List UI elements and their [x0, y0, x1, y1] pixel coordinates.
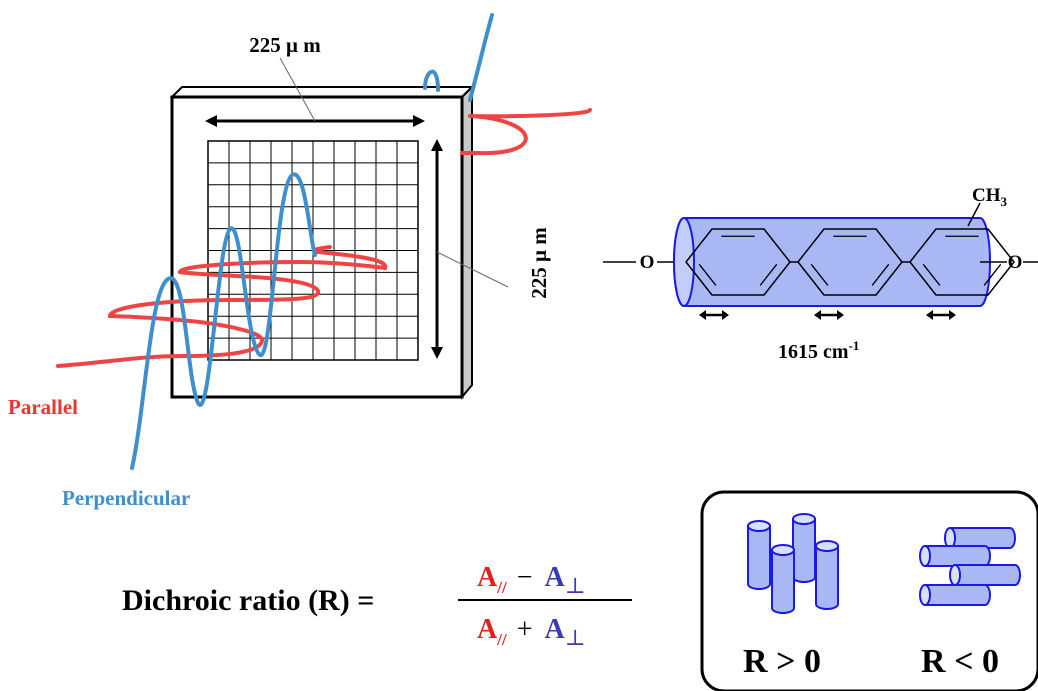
- dichroic-ratio-formula: Dichroic ratio (R) = A//−A⊥ A//+A⊥: [122, 562, 632, 650]
- height-leader-line: [436, 251, 509, 288]
- wavenumber-label: 1615 cm-1: [778, 338, 859, 363]
- right-oxygen: O: [1008, 252, 1023, 273]
- molecule-cylinder: [673, 217, 991, 307]
- phenyl-rings: [685, 228, 1015, 296]
- mesogen-molecule: O CH3 O 1615 cm-1: [603, 185, 1038, 363]
- sample-film: [169, 84, 475, 400]
- methyl-bond: [967, 202, 981, 227]
- height-dimension-arrow: [431, 139, 443, 359]
- phenyl-ring: [909, 228, 1015, 296]
- width-dimension-label: 225 μ m: [249, 33, 321, 57]
- r-negative-label: R < 0: [921, 643, 999, 680]
- cylinder-end-cap: [673, 217, 695, 307]
- r-positive-label: R > 0: [743, 643, 821, 680]
- numerator: A//−A⊥: [477, 562, 585, 598]
- parallel-label: Parallel: [8, 395, 78, 419]
- left-oxygen: O: [640, 252, 655, 273]
- parallel-wave-front: [56, 245, 388, 368]
- formula-lhs: Dichroic ratio (R) =: [122, 584, 374, 617]
- methyl-label: CH3: [972, 185, 1008, 209]
- perpendicular-label: Perpendicular: [62, 486, 190, 510]
- parallel-wave-exit: [460, 108, 592, 156]
- orientation-box: R > 0 R < 0: [700, 490, 1038, 691]
- perpendicular-wave-exit: [423, 13, 494, 102]
- film-front-face: [170, 95, 464, 399]
- parallel-orientation-icon: [919, 527, 1021, 606]
- width-leader-line: [279, 57, 316, 122]
- denominator: A//+A⊥: [477, 614, 585, 650]
- perpendicular-wave-front: [130, 172, 317, 470]
- vibration-arrows: [699, 310, 956, 320]
- perpendicular-orientation-icon: [747, 513, 839, 614]
- height-dimension-label: 225 μ m: [527, 227, 551, 299]
